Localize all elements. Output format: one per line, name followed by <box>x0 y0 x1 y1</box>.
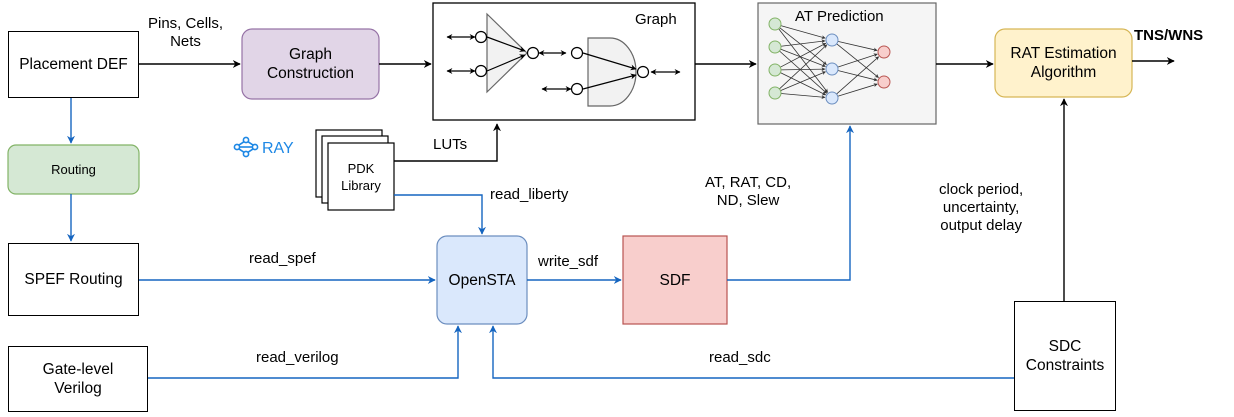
graph-illustration <box>446 12 681 107</box>
arrow-sdf-to-at-prediction <box>727 125 854 281</box>
placement-def-box: Placement DEF <box>8 31 139 98</box>
nn-edge <box>780 67 826 72</box>
clock-info-label: clock period, uncertainty, output delay <box>939 181 1024 234</box>
rat-estimation-label: RAT Estimation Algorithm <box>1010 45 1117 81</box>
graph-construction-label: Graph Construction <box>266 46 354 82</box>
nn-output-node <box>877 45 891 59</box>
nn-nodes <box>768 17 891 105</box>
nn-edge <box>780 71 826 92</box>
nn-edge <box>780 72 827 96</box>
nn-input-node <box>768 17 782 31</box>
read-sdc-label: read_sdc <box>709 349 771 366</box>
tns-wns-label: TNS/WNS <box>1134 27 1204 44</box>
nn-edge <box>779 50 828 94</box>
nn-hidden-node <box>825 33 839 47</box>
nn-edge <box>780 42 827 68</box>
nn-edges <box>778 25 880 100</box>
nn-edge <box>836 56 880 95</box>
nn-input-node <box>768 86 782 100</box>
pins-cells-nets-label: Pins, Cells, Nets <box>148 15 224 50</box>
nn-edge <box>779 44 828 90</box>
nn-input-node <box>768 63 782 77</box>
pdk-library-stack <box>315 129 395 211</box>
read-verilog-label: read_verilog <box>256 349 339 366</box>
at-rat-label: AT, RAT, CD, ND, Slew <box>705 174 792 209</box>
nn-edge <box>780 39 826 47</box>
spef-routing-box: SPEF Routing <box>8 243 139 316</box>
read-liberty-label: read_liberty <box>490 186 569 203</box>
read-spef-label: read_spef <box>249 250 316 267</box>
nn-edge <box>837 53 878 68</box>
ray-logo-text: RAY <box>262 140 294 157</box>
nn-edge <box>778 28 829 93</box>
sdc-constraints-box: SDC Constraints <box>1014 301 1116 411</box>
nn-hidden-node <box>825 91 839 105</box>
arrow-pdk-to-graph <box>394 123 501 162</box>
routing-shape <box>7 144 140 195</box>
pdk-library-label: PDK Library <box>341 160 381 193</box>
at-prediction-title: AT Prediction <box>795 8 884 25</box>
write-sdf-label: write_sdf <box>538 253 599 270</box>
graph-panel <box>432 2 696 121</box>
nn-edge <box>780 25 826 40</box>
arrow-sdc-to-openasta <box>489 325 1014 379</box>
nn-edge <box>779 27 827 65</box>
nn-edge <box>837 83 878 97</box>
nn-edge <box>780 93 826 100</box>
sdf-shape <box>622 235 728 325</box>
openasta-label: OpenSTA <box>448 271 516 289</box>
nn-edge <box>780 48 826 68</box>
gate-verilog-box: Gate-level Verilog <box>8 346 148 412</box>
nn-hidden-node <box>825 62 839 76</box>
nn-output-node <box>877 75 891 89</box>
rat-estimation-shape <box>994 28 1133 98</box>
routing-label: Routing <box>51 162 96 177</box>
nn-edge <box>837 40 878 52</box>
ray-logo-icon <box>233 136 259 158</box>
nn-input-node <box>768 40 782 54</box>
graph-title: Graph <box>635 11 677 28</box>
arrow-verilog-to-openasta <box>148 325 462 379</box>
arrow-pdk-to-openasta <box>394 194 486 235</box>
luts-label: LUTs <box>433 136 468 153</box>
sdf-label: SDF <box>659 271 691 289</box>
